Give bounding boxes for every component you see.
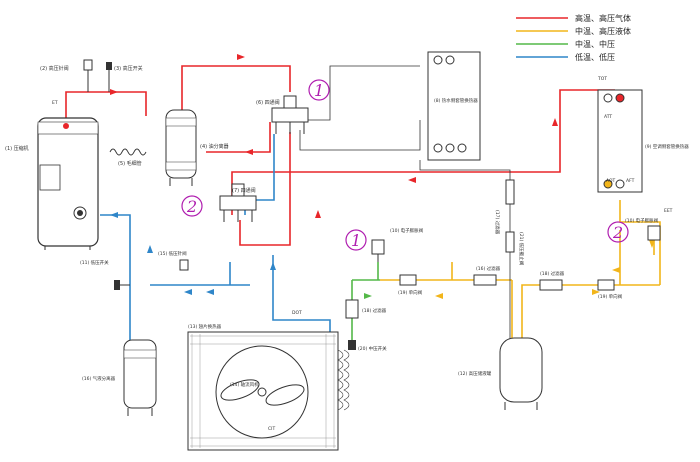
markers: 1 2 1 2	[181, 79, 629, 251]
flow-arrows	[110, 54, 655, 299]
coil-tails	[337, 349, 350, 411]
service-valve-21-label: (21) 低压截止阀	[518, 232, 525, 266]
filter-18c-label: (18) 过滤器	[362, 307, 387, 314]
filter-18c	[345, 299, 359, 319]
filter-17	[505, 179, 515, 205]
four-way-valve-1-label: (6) 四通阀	[256, 99, 280, 106]
check-valve-19b	[597, 279, 615, 291]
high-needle-valve	[83, 59, 93, 92]
oil-separator	[165, 109, 197, 186]
low-pressure-switch-label: (11) 低压开关	[80, 259, 109, 266]
legend-label-high-gas: 高温、高压气体	[575, 13, 631, 23]
water-side-hx-label: (8) 热水侧套管换热器	[434, 97, 478, 104]
check-valve-19b-label: (19) 单向阀	[598, 293, 623, 300]
eev-1-label: (10) 电子膨胀阀	[390, 227, 424, 234]
mid-pressure-switch	[348, 340, 356, 350]
legend-label-mid: 中温、中压	[575, 39, 615, 49]
arrows-red	[110, 54, 558, 218]
mid-pressure-switch-label: (20) 中压开关	[358, 345, 387, 352]
pipes	[65, 65, 661, 350]
sensor-aot: AOT	[606, 178, 616, 184]
filter-18b-label: (18) 过滤器	[540, 270, 565, 277]
sensor-att: ATT	[604, 114, 612, 120]
filter-17-label: (17) 过滤器	[494, 210, 501, 235]
eev-2-label: (10) 电子膨胀阀	[625, 217, 659, 224]
four-way-valve-2-label: (7) 四通阀	[232, 187, 256, 194]
sensor-dot: DOT	[292, 310, 302, 316]
capillary-coil	[109, 148, 147, 156]
capillary-label: (5) 毛细管	[118, 160, 142, 167]
gas-liquid-separator-label: (16) 气液分离器	[82, 375, 116, 382]
high-pressure-switch	[106, 62, 112, 92]
low-pressure-switch	[114, 280, 130, 290]
fan-blades	[220, 379, 305, 406]
filter-18a-label: (16) 过滤器	[476, 265, 501, 272]
pipes-high-gas	[65, 65, 615, 246]
filter-18a	[473, 274, 497, 286]
marker-2-right: 2	[612, 223, 623, 242]
check-valve-19a-label: (19) 单向阀	[398, 289, 423, 296]
check-valve-19a	[399, 274, 417, 286]
eev-1	[371, 239, 385, 262]
pipes-aux	[299, 65, 511, 340]
eev-2	[647, 225, 661, 241]
compressor	[37, 117, 99, 250]
receiver	[499, 337, 543, 410]
marker-2-left: 2	[186, 197, 197, 216]
high-pressure-switch-label: (3) 高压开关	[114, 65, 143, 72]
arrows-yellow	[435, 240, 655, 299]
service-valve-21	[505, 231, 515, 253]
low-needle-valve-label: (15) 低压针阀	[158, 250, 187, 257]
finned-hx	[187, 331, 339, 451]
gas-liquid-separator	[123, 339, 157, 416]
marker-1-top: 1	[314, 81, 324, 100]
receiver-label: (12) 高压储液罐	[458, 370, 492, 377]
sensor-aft: AFT	[626, 178, 635, 184]
sensor-tot: TOT	[597, 76, 607, 82]
legend: 高温、高压气体 中温、高压液体 中温、中压 低温、低压	[516, 13, 631, 62]
oil-separator-label: (4) 油分离器	[200, 143, 229, 150]
arrows-green	[364, 293, 372, 299]
marker-1-mid: 1	[351, 231, 361, 250]
filter-18b	[539, 279, 563, 291]
arrows-blue	[110, 212, 276, 295]
four-way-valve-2	[219, 183, 257, 222]
sensor-et: ET	[52, 100, 58, 106]
high-needle-valve-label: (2) 高压针阀	[40, 65, 69, 72]
sensors: ET TOT ATT AOT AFT EET DOT CIT	[52, 76, 673, 432]
sensor-cit: CIT	[268, 426, 275, 432]
water-side-hx	[427, 51, 481, 161]
legend-label-low: 低温、低压	[575, 52, 615, 62]
four-way-valve-1	[271, 95, 309, 134]
legend-label-liquid: 中温、高压液体	[575, 26, 631, 36]
ac-side-hx	[597, 89, 643, 193]
compressor-label: (1) 压缩机	[5, 145, 29, 152]
fan-label: (14) 轴流风机	[230, 381, 259, 388]
sensor-eet: EET	[664, 208, 673, 214]
finned-hx-label: (13) 翅片换热器	[188, 323, 222, 330]
ac-side-hx-label: (9) 空调侧套管换热器	[645, 143, 689, 150]
low-needle-valve	[179, 259, 189, 271]
